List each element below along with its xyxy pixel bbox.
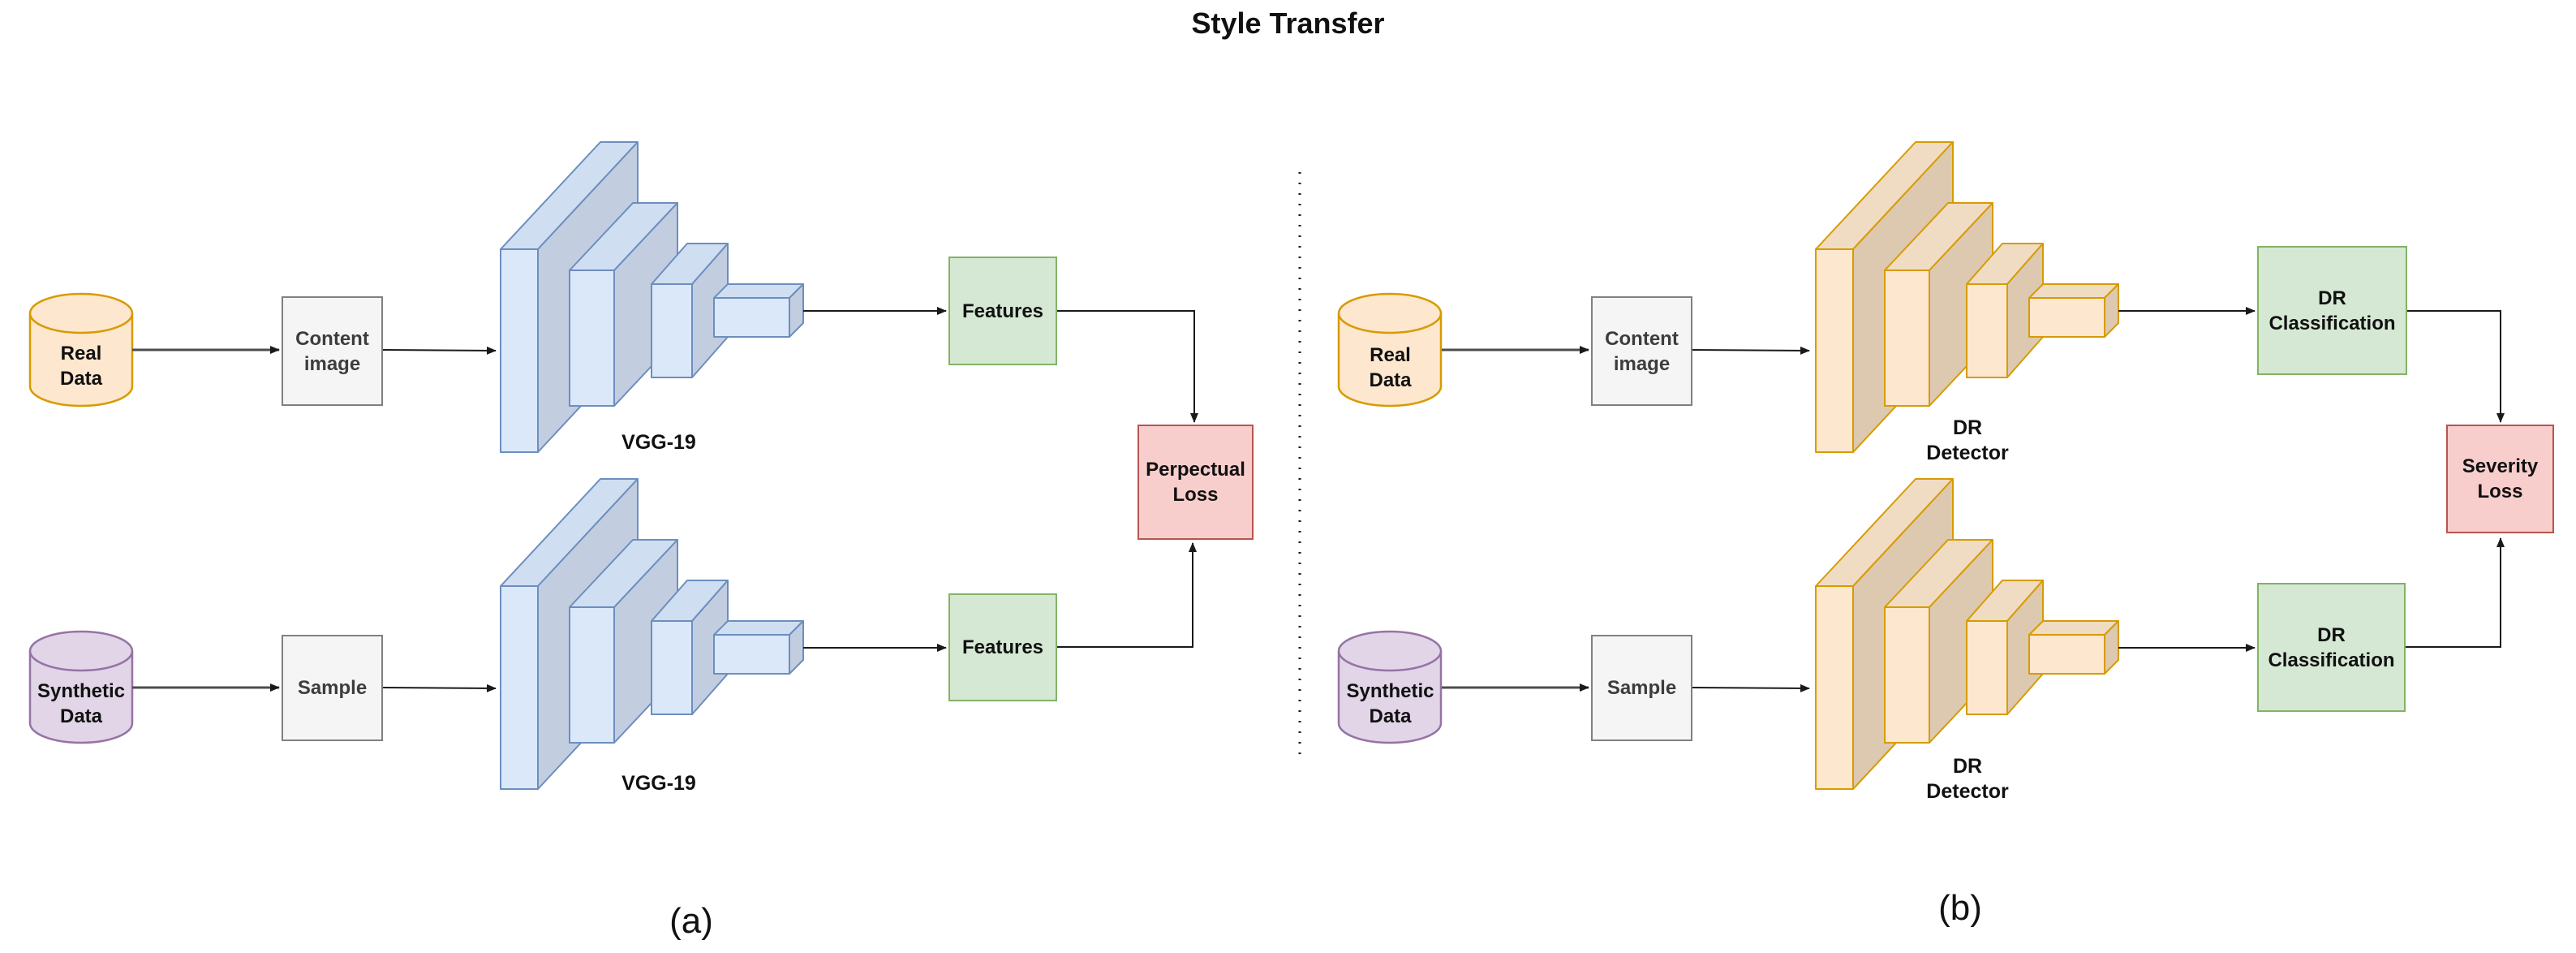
conv-block-front-face: [1815, 585, 1854, 790]
conv-block-front-face: [713, 297, 790, 338]
vgg19-label-bottom-a: VGG-19: [621, 772, 696, 795]
synthetic-data-label-b: Synthetic Data: [1346, 679, 1434, 727]
conv-block-front-face: [500, 248, 539, 453]
conv-block-top-face: [2028, 283, 2119, 299]
conv-block-front-face: [651, 620, 693, 715]
sample-box-a: Sample: [282, 635, 383, 741]
synthetic-data-label-a: Synthetic Data: [37, 679, 126, 727]
conv-block-front-face: [1966, 283, 2008, 378]
caption-a: (a): [669, 901, 713, 941]
vgg19-network-bottom: [500, 478, 804, 790]
conv-block-front-face: [1884, 270, 1930, 407]
conv-block-front-face: [2028, 297, 2105, 338]
severity-loss-box: Severity Loss: [2446, 425, 2554, 533]
dr-detector-label-top-b: DR Detector: [1926, 416, 2009, 464]
features-box-bottom-a: Features: [948, 593, 1057, 701]
conv-block-front-face: [500, 585, 539, 790]
arrow-classification-bottom-to-severity-loss: [2406, 537, 2505, 648]
real-data-cylinder-a: [28, 292, 134, 408]
dr-detector-network-top: [1815, 141, 2119, 453]
vgg19-label-top-a: VGG-19: [621, 431, 696, 454]
conv-block-front-face: [651, 283, 693, 378]
dr-detector-label-bottom-b: DR Detector: [1926, 755, 2009, 803]
caption-b: (b): [1938, 888, 1982, 928]
arrow-features-top-to-perpectual-loss: [1057, 310, 1198, 423]
perpectual-loss-box: Perpectual Loss: [1137, 425, 1254, 540]
dr-detector-network-bottom: [1815, 478, 2119, 790]
content-image-box-b: Content image: [1591, 296, 1692, 406]
vgg19-network-top: [500, 141, 804, 453]
real-data-cylinder-b: [1337, 292, 1443, 408]
real-data-label-a: Real Data: [59, 343, 103, 390]
arrow-content-image-to-vgg19-a: [382, 346, 497, 355]
conv-block-front-face: [1815, 248, 1854, 453]
synthetic-data-cylinder-a: [28, 630, 134, 744]
sample-box-b: Sample: [1591, 635, 1692, 741]
dr-classification-box-bottom-b: DR Classification: [2257, 583, 2406, 712]
real-data-label-b: Real Data: [1369, 344, 1412, 391]
content-image-box-a: Content image: [282, 296, 383, 406]
conv-block-front-face: [713, 634, 790, 675]
conv-block-front-face: [569, 606, 615, 744]
features-box-top-a: Features: [948, 257, 1057, 365]
arrow-classification-top-to-severity-loss: [2407, 310, 2505, 423]
synthetic-data-cylinder-b: [1337, 630, 1443, 744]
conv-block-top-face: [713, 620, 804, 636]
conv-block-front-face: [1884, 606, 1930, 744]
dr-classification-box-top-b: DR Classification: [2257, 246, 2407, 375]
conv-block-front-face: [2028, 634, 2105, 675]
arrow-content-image-to-dr-detector-b: [1692, 346, 1810, 355]
conv-block-top-face: [713, 283, 804, 299]
conv-block-front-face: [1966, 620, 2008, 715]
diagram-title: Style Transfer: [1191, 6, 1385, 40]
conv-block-top-face: [2028, 620, 2119, 636]
conv-block-front-face: [569, 270, 615, 407]
arrow-features-bottom-to-perpectual-loss: [1057, 542, 1197, 648]
